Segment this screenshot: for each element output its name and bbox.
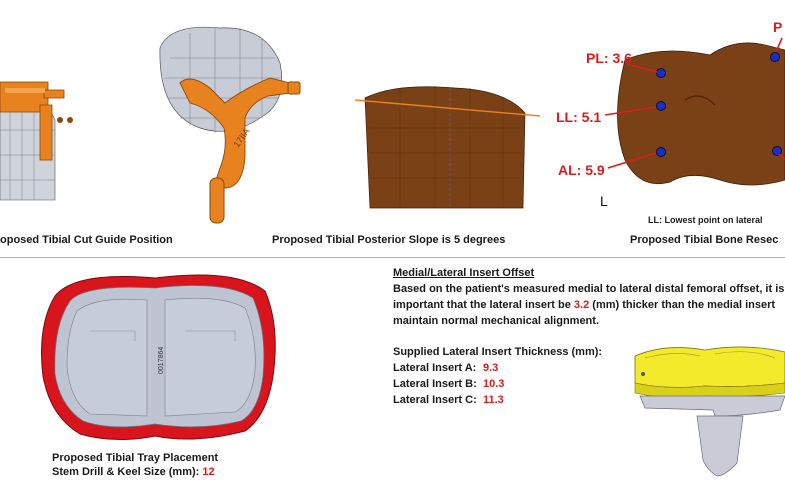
tray-caption: Proposed Tibial Tray Placement bbox=[52, 452, 219, 464]
offset-value: 3.2 bbox=[573, 299, 590, 311]
tibial-tray-image: 0017864 bbox=[41, 274, 276, 441]
pl-label: PL: 3.6 bbox=[586, 50, 632, 66]
tray-engraving: 0017864 bbox=[158, 347, 165, 374]
side-marker: L bbox=[600, 193, 608, 209]
pm-label-cut: P bbox=[773, 19, 782, 35]
femur-guide-image: 17IIA bbox=[159, 26, 301, 224]
insert-value: 11.3 bbox=[483, 394, 504, 406]
insert-label: Lateral Insert C: bbox=[393, 394, 477, 406]
ll-label: LL: 5.1 bbox=[556, 109, 601, 125]
insert-value: 9.3 bbox=[483, 362, 499, 374]
cut-guide-caption: oposed Tibial Cut Guide Position bbox=[0, 234, 173, 246]
offset-line3: maintain normal mechanical alignment. bbox=[393, 315, 599, 327]
offset-heading: Medial/Lateral Insert Offset bbox=[393, 267, 535, 279]
offset-line2: important that the lateral insert be 3.2… bbox=[393, 297, 785, 313]
section-divider bbox=[0, 257, 785, 258]
insert-value: 10.3 bbox=[483, 378, 505, 390]
keel-size-line: Stem Drill & Keel Size (mm): 12 bbox=[52, 466, 215, 478]
insert-row: Lateral Insert C: 11.3 bbox=[393, 392, 643, 408]
offset-line2-suffix: (mm) thicker than the medial insert bbox=[589, 299, 776, 311]
lowest-point-note: LL: Lowest point on lateral bbox=[648, 215, 763, 225]
supplied-heading: Supplied Lateral Insert Thickness (mm): bbox=[393, 346, 603, 358]
keel-size-label: Stem Drill & Keel Size (mm): bbox=[52, 466, 203, 478]
insert-model-image bbox=[634, 346, 785, 477]
posterior-slope-caption: Proposed Tibial Posterior Slope is 5 deg… bbox=[272, 234, 506, 246]
insert-row: Lateral Insert B: 10.3 bbox=[393, 376, 643, 392]
insert-row: Lateral Insert A: 9.3 bbox=[393, 360, 643, 376]
al-label: AL: 5.9 bbox=[558, 162, 605, 178]
offset-line1: Based on the patient's measured medial t… bbox=[393, 283, 785, 295]
offset-section: Medial/Lateral Insert Offset Based on th… bbox=[393, 265, 785, 329]
insert-label: Lateral Insert A: bbox=[393, 362, 477, 374]
cut-guide-tibia-image bbox=[0, 81, 73, 201]
supplied-thickness-section: Supplied Lateral Insert Thickness (mm): … bbox=[393, 344, 643, 408]
bone-resection-image: PL: 3.6 LL: 5.1 AL: 5.9 P L bbox=[556, 19, 785, 209]
posterior-slope-image bbox=[354, 86, 541, 209]
insert-label: Lateral Insert B: bbox=[393, 378, 477, 390]
bone-resection-caption: Proposed Tibial Bone Resec bbox=[630, 234, 779, 246]
keel-size-value: 12 bbox=[202, 466, 215, 478]
offset-line2-prefix: important that the lateral insert be bbox=[393, 299, 574, 311]
